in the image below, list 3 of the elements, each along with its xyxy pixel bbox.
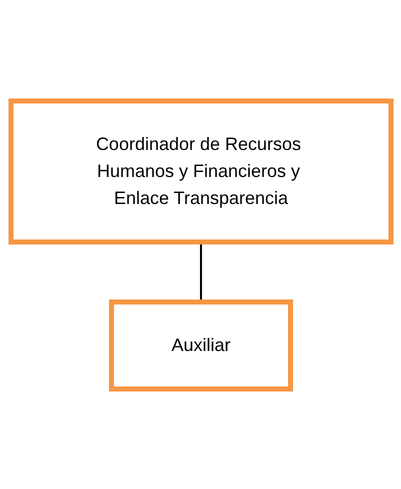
node-box: Coordinador de Recursos Humanos y Financieros y Enlace Transparencia bbox=[8, 98, 393, 244]
node-box: Auxiliar bbox=[108, 299, 293, 391]
connector bbox=[200, 242, 202, 302]
